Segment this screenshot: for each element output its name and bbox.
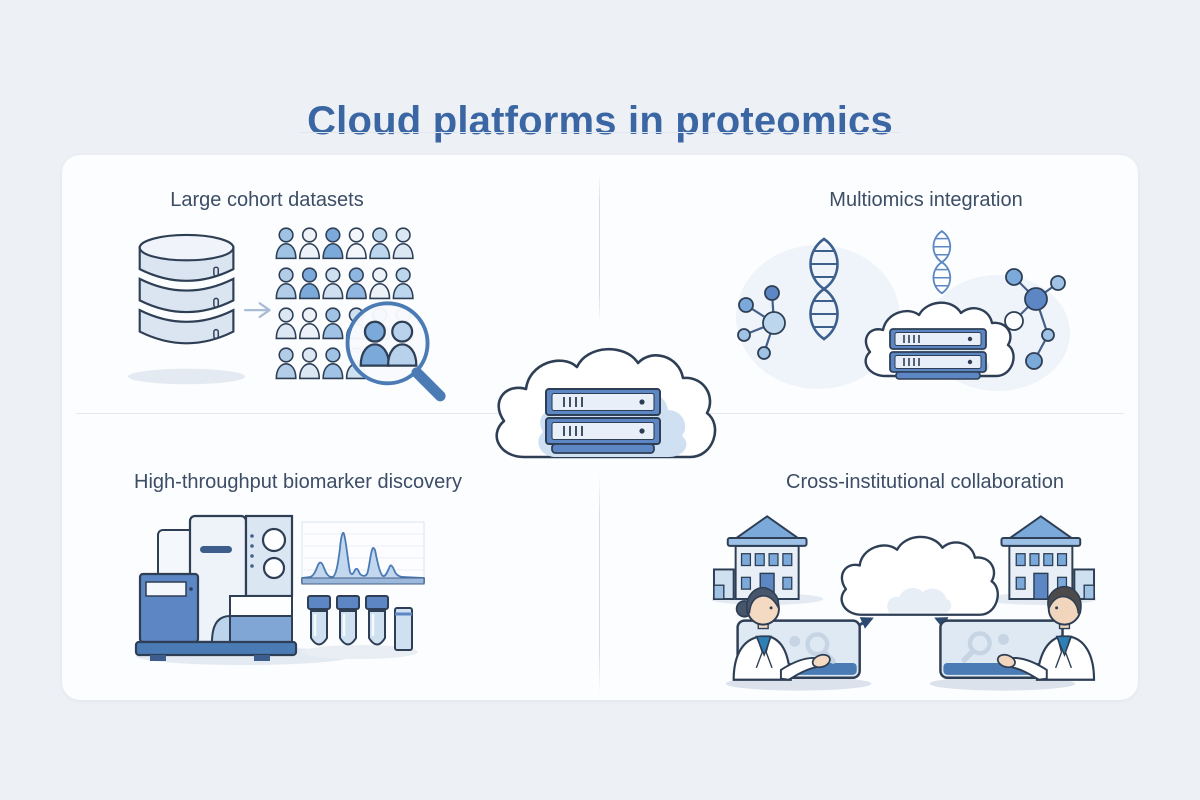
cohort-illustration (128, 227, 450, 403)
vertical-divider-top (599, 173, 600, 323)
molecule-icon (737, 285, 786, 360)
scientist-screen-icon (732, 586, 861, 681)
building-icon (712, 515, 808, 600)
biomarker-illustration (132, 500, 432, 675)
content-panel: Large cohort datasets Multiomics integra… (62, 155, 1138, 700)
cloud-server-icon (495, 347, 717, 459)
label-cross-institutional: Cross-institutional collaboration (786, 471, 1064, 493)
page-title: Cloud platforms in proteomics (307, 98, 893, 143)
screen-magnifier-watermark-icon (961, 631, 1009, 663)
dna-helix-small-icon (932, 230, 952, 295)
cloud-server-icon (864, 301, 1015, 380)
scientist-female (732, 586, 831, 681)
chromatogram-icon (301, 521, 425, 585)
test-tubes-icon (307, 595, 413, 651)
multiomics-illustration (726, 221, 1070, 401)
scientist-screen-icon (939, 585, 1096, 681)
database-icon (128, 233, 246, 385)
cloud-icon (840, 535, 999, 616)
dna-helix-icon (809, 237, 839, 341)
scientist-male (996, 585, 1096, 681)
collaboration-illustration (712, 503, 1096, 695)
mass-spectrometer-icon (134, 514, 298, 661)
label-biomarker-discovery: High-throughput biomarker discovery (134, 471, 462, 493)
label-large-cohort-datasets: Large cohort datasets (170, 189, 364, 211)
molecule-cluster-icon (1004, 268, 1066, 370)
label-multiomics-integration: Multiomics integration (829, 189, 1023, 211)
cohort-people-grid-icon (275, 227, 446, 402)
title-divider (300, 132, 900, 133)
building-icon (1000, 515, 1096, 600)
magnifier-people-icon (345, 301, 446, 402)
arrow-right-icon (243, 302, 271, 319)
vertical-divider-bottom (599, 473, 600, 695)
central-cloud-illustration (478, 331, 728, 476)
